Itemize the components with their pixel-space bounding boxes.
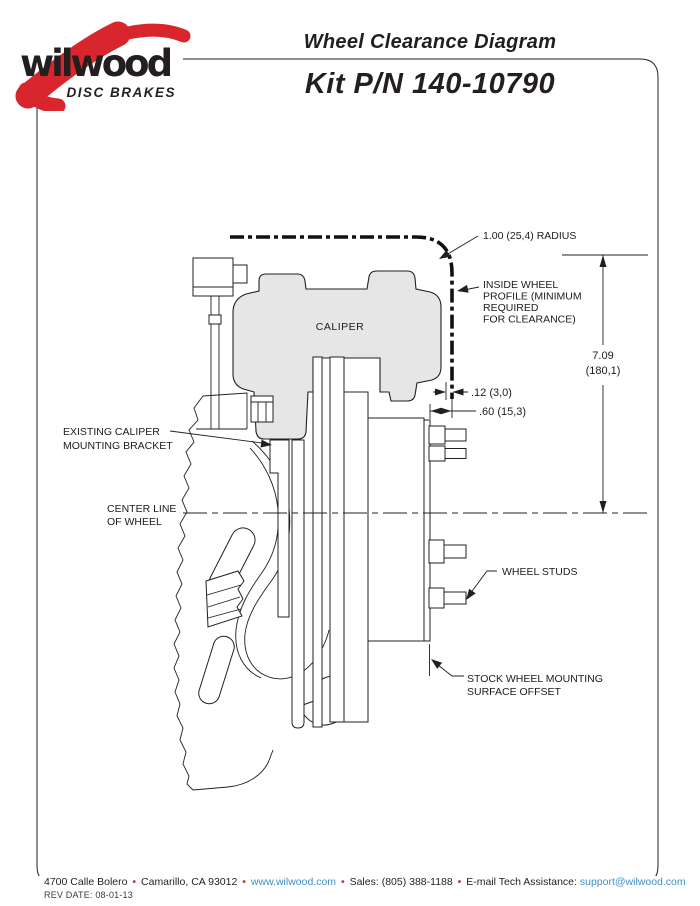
caliper-bolt bbox=[250, 395, 274, 423]
lower-stub bbox=[198, 635, 235, 705]
radius-label: 1.00 (25,4) RADIUS bbox=[483, 230, 576, 242]
brand-tagline: DISC BRAKES bbox=[66, 85, 176, 100]
mounting-bracket bbox=[269, 439, 290, 618]
rev-date: REV DATE: 08-01-13 bbox=[44, 890, 133, 900]
hub-barrel bbox=[367, 417, 425, 642]
callout-centerline: CENTER LINE OF WHEEL bbox=[107, 503, 176, 528]
callout-radius: 1.00 (25,4) RADIUS bbox=[439, 230, 576, 259]
inside-profile-l2: PROFILE (MINIMUM bbox=[483, 291, 582, 303]
bracket-label-l1: EXISTING CALIPER bbox=[63, 426, 160, 438]
bracket-label-l2: MOUNTING BRACKET bbox=[63, 440, 173, 452]
abs-sensor bbox=[192, 257, 248, 429]
dimension-7-09: 7.09 (180,1) bbox=[562, 254, 648, 513]
steering-knuckle bbox=[173, 392, 352, 791]
dim-offset-label: .60 (15,3) bbox=[479, 406, 526, 418]
footer-sales-phone: Sales: (805) 388-1188 bbox=[349, 876, 453, 888]
footer-bullet: • bbox=[457, 876, 462, 888]
footer-contact-line: 4700 Calle Bolero • Camarillo, CA 93012 … bbox=[37, 876, 693, 888]
dim-height-mm: (180,1) bbox=[586, 365, 621, 377]
dimension-offset-60: .60 (15,3) bbox=[429, 404, 526, 419]
wilwood-logo: wilwood DISC BRAKES bbox=[10, 16, 200, 111]
adjuster-block bbox=[205, 570, 245, 628]
footer-bullet: • bbox=[242, 876, 246, 888]
dim-height-in: 7.09 bbox=[592, 350, 613, 362]
logo-red-splash bbox=[15, 21, 191, 111]
footer-address: 4700 Calle Bolero bbox=[44, 876, 128, 888]
hub-face bbox=[423, 419, 431, 642]
dust-shield bbox=[291, 439, 305, 729]
caliper-label: CALIPER bbox=[316, 321, 364, 333]
dimension-gap-12: .12 (3,0) bbox=[433, 382, 512, 418]
page-title: Wheel Clearance Diagram bbox=[303, 31, 557, 53]
footer-city: Camarillo, CA 93012 bbox=[141, 876, 238, 888]
footer-email-link[interactable]: support@wilwood.com bbox=[579, 876, 686, 888]
callout-bracket: EXISTING CALIPER MOUNTING BRACKET bbox=[63, 426, 272, 452]
kit-part-number: Kit P/N 140-10790 bbox=[304, 68, 556, 100]
footer-bullet: • bbox=[340, 876, 345, 888]
footer-bullet: • bbox=[132, 876, 137, 888]
footer-tech-label: E-mail Tech Assistance: bbox=[466, 876, 577, 888]
mounting-label-l1: STOCK WHEEL MOUNTING bbox=[467, 673, 603, 685]
inside-profile-l1: INSIDE WHEEL bbox=[483, 279, 558, 291]
callout-studs: WHEEL STUDS bbox=[466, 566, 577, 600]
footer-website-link[interactable]: www.wilwood.com bbox=[250, 876, 337, 888]
studs-label: WHEEL STUDS bbox=[502, 566, 577, 578]
rotor-assembly bbox=[312, 356, 467, 728]
centerline-label-l1: CENTER LINE bbox=[107, 503, 176, 515]
inside-profile-l4: FOR CLEARANCE) bbox=[483, 314, 576, 326]
centerline-label-l2: OF WHEEL bbox=[107, 516, 162, 528]
caliper-body: CALIPER bbox=[232, 270, 442, 440]
mounting-label-l2: SURFACE OFFSET bbox=[467, 686, 562, 698]
callout-inside-profile: INSIDE WHEEL PROFILE (MINIMUM REQUIRED F… bbox=[457, 279, 582, 326]
wheel-profile-line bbox=[230, 235, 454, 399]
inside-profile-l3: REQUIRED bbox=[483, 302, 539, 314]
dim-gap-label: .12 (3,0) bbox=[471, 387, 512, 399]
callout-mounting-offset: STOCK WHEEL MOUNTING SURFACE OFFSET bbox=[431, 659, 603, 698]
wheel-studs bbox=[428, 425, 467, 609]
brand-script: wilwood bbox=[20, 42, 171, 85]
